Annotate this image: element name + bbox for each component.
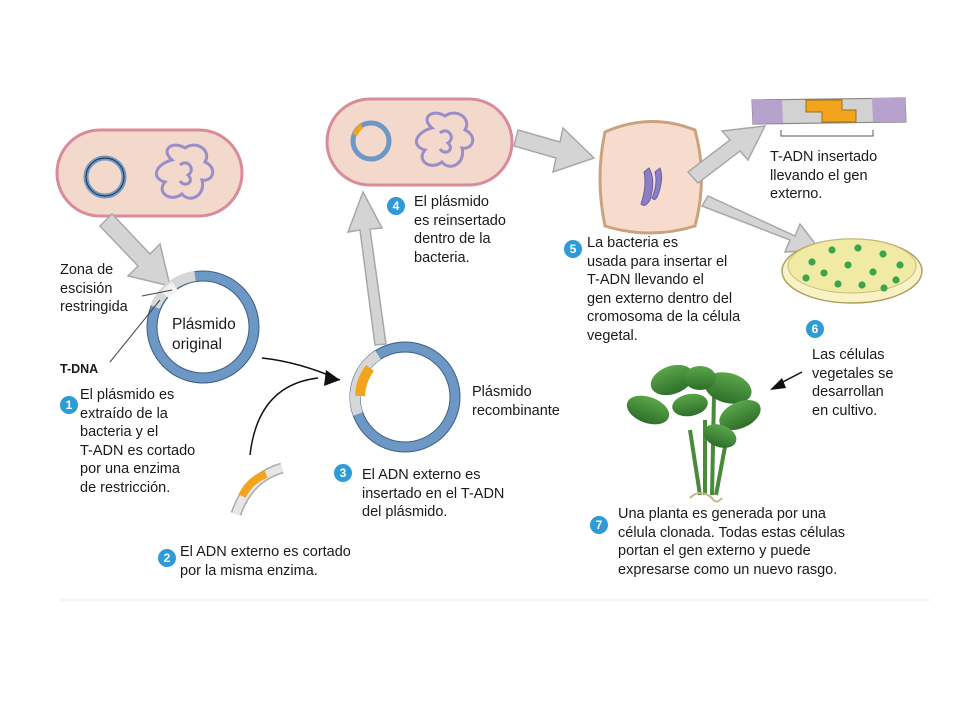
- tdna-bracket: [780, 130, 874, 137]
- step-badge-6: 6: [806, 320, 824, 338]
- label-zona-escision: Zona de escisión restringida: [60, 262, 128, 315]
- step-text-2: El ADN externo es cortado por la misma e…: [180, 544, 351, 579]
- bacterial-chromosome-2: [414, 111, 475, 168]
- step-badge-5: 5: [564, 240, 582, 258]
- step-badge-1: 1: [60, 396, 78, 414]
- pointer-tdna: [109, 299, 161, 363]
- step-text-4: El plásmido es reinsertado dentro de la …: [414, 194, 506, 266]
- step-badge-2: 2: [158, 549, 176, 567]
- bacterium-recombinant: [325, 97, 514, 187]
- label-tadn-insertado: T-ADN insertado llevando el gen externo.: [770, 149, 878, 202]
- inserted-gene-strip: [805, 99, 857, 123]
- step-badge-3: 3: [334, 464, 352, 482]
- pointer-zona: [141, 289, 173, 297]
- arrowhead-recombinant: [324, 370, 340, 386]
- foreign-gene: [238, 470, 268, 498]
- arrow-reinsert: [346, 190, 387, 346]
- chromosome-strip: [751, 97, 907, 137]
- step-text-5: La bacteria es usada para insertar el T-…: [587, 235, 741, 344]
- plasmid-original: [146, 270, 260, 384]
- external-dna-fragment: [230, 462, 284, 516]
- arrow-extract-plasmid: [98, 212, 172, 288]
- arrow-foreign-dna-to-recombinant: [249, 377, 319, 456]
- petri-dish: [781, 238, 923, 304]
- bacterium-original: [55, 128, 244, 218]
- step-text-6: Las células vegetales se desarrollan en …: [812, 347, 894, 419]
- plant: [626, 364, 761, 503]
- step-text-3: El ADN externo es insertado en el T-ADN …: [362, 467, 505, 520]
- plant-chromosome: [640, 167, 663, 206]
- plasmid-in-bacterium-2: [350, 120, 392, 162]
- plasmid-in-bacterium-1: [83, 155, 127, 199]
- step-text-7: Una planta es generada por una célula cl…: [618, 506, 846, 578]
- plant-cell: [598, 120, 703, 235]
- step-text-1: El plásmido es extraído de la bacteria y…: [80, 387, 196, 496]
- arrow-to-petri: [700, 195, 822, 253]
- label-plasmido-recombinante: Plásmido recombinante: [472, 384, 560, 419]
- label-plasmido-original: Plásmido original: [172, 316, 236, 353]
- step-badge-7: 7: [590, 516, 608, 534]
- inserted-gene: [355, 364, 375, 397]
- bacterial-chromosome-1: [154, 143, 215, 200]
- arrow-to-tdna-strip: [686, 125, 767, 185]
- colonies: [802, 244, 904, 292]
- label-tdna: T-DNA: [60, 362, 99, 376]
- arrow-to-plant-cell: [513, 126, 596, 174]
- plasmid-recombinant: [349, 341, 461, 453]
- step-badge-4: 4: [387, 197, 405, 215]
